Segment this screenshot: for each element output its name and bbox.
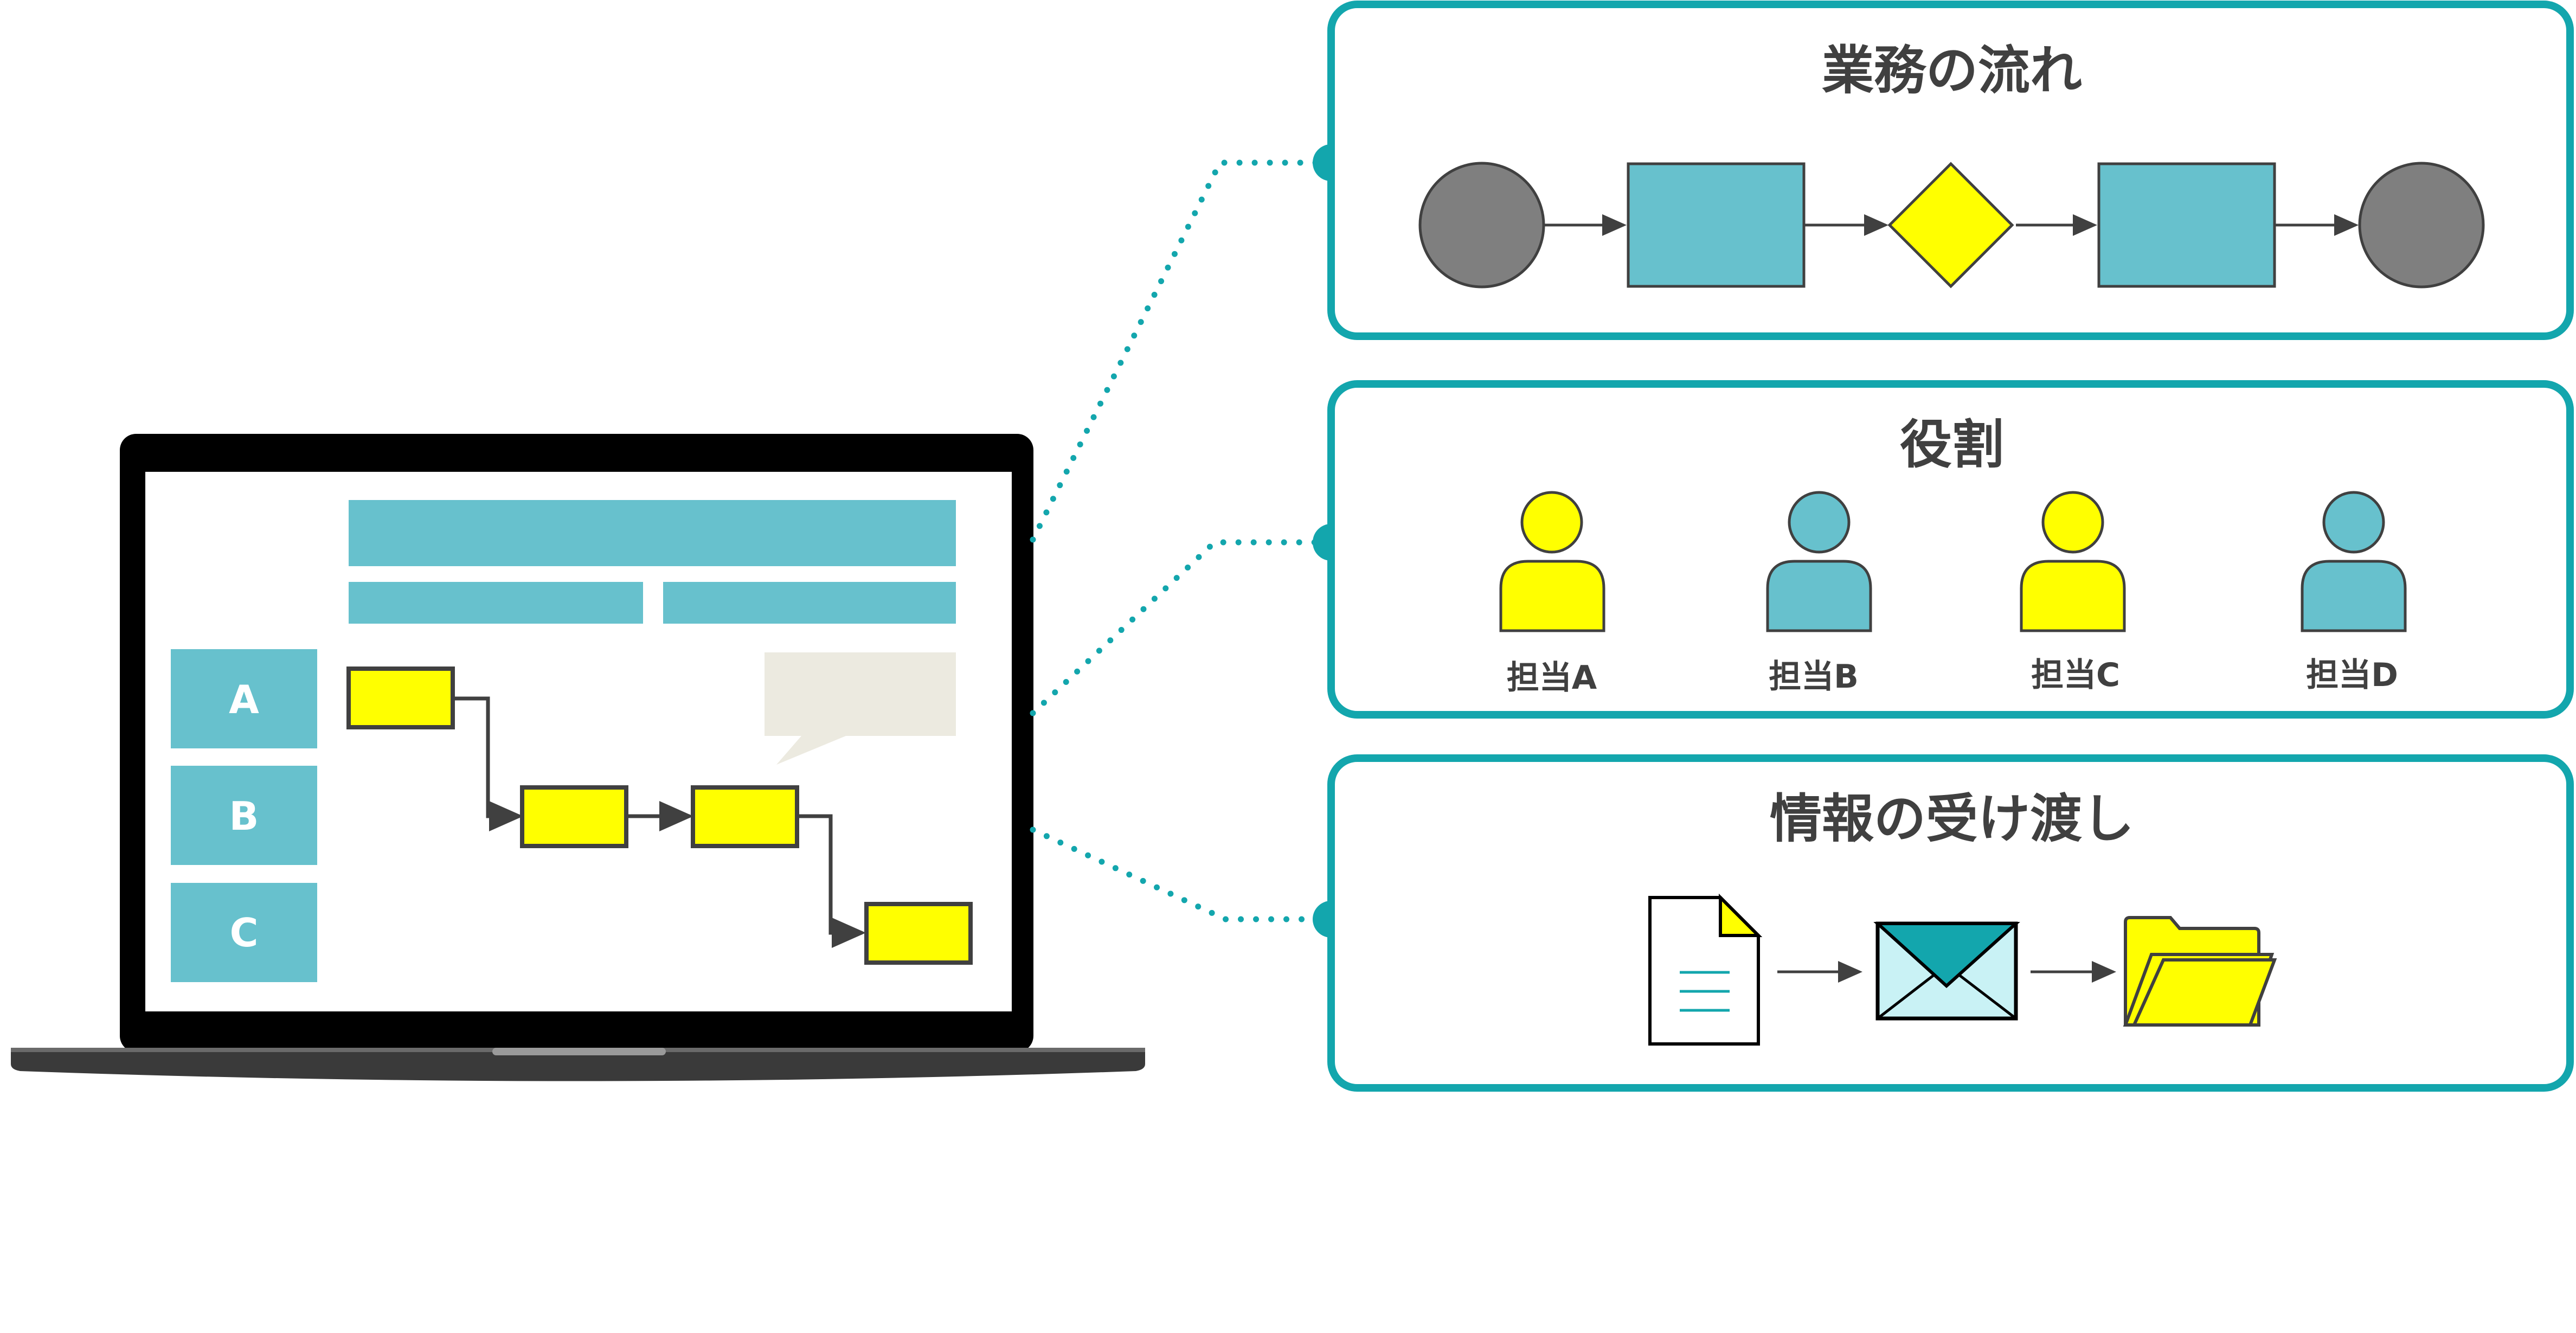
person-icon bbox=[2020, 560, 2126, 632]
person-a: 担当A bbox=[1499, 491, 1605, 697]
person-head bbox=[1788, 491, 1851, 554]
flow-decision-diamond bbox=[1887, 162, 2014, 289]
sidebar-item-a[interactable]: A bbox=[171, 649, 317, 748]
screen-subheader-right bbox=[663, 582, 956, 624]
document-corner bbox=[1719, 893, 1763, 937]
sidebar-item-c-bg bbox=[171, 883, 317, 982]
sidebar-item-b-bg bbox=[171, 766, 317, 865]
envelope-flap bbox=[1873, 922, 2020, 989]
panel-roles-frame bbox=[1327, 380, 2574, 719]
flow-process-rect bbox=[2097, 162, 2276, 288]
person-icon bbox=[1499, 560, 1605, 632]
folder-front bbox=[2131, 958, 2277, 1027]
panel-roles: 役割 担当A 担当B 担当C 担当D bbox=[1327, 380, 2574, 719]
speech-bubble bbox=[765, 652, 956, 765]
panel-handover: 情報の受け渡し bbox=[1327, 754, 2574, 1092]
person-label: 担当C bbox=[2031, 656, 2120, 694]
envelope-icon bbox=[1873, 921, 2020, 1021]
screen-flow-step bbox=[691, 785, 799, 848]
sidebar-item-label: B bbox=[229, 793, 259, 839]
screen-flow-step bbox=[520, 785, 628, 848]
screen-flow-step bbox=[864, 902, 973, 965]
sidebar-item-b[interactable]: B bbox=[171, 766, 317, 865]
laptop-base bbox=[11, 1048, 1145, 1081]
screen-flow-step bbox=[346, 666, 455, 729]
connector-handover bbox=[1030, 826, 1334, 922]
person-d: 担当D bbox=[2301, 491, 2407, 694]
person-b: 担当B bbox=[1766, 491, 1872, 696]
laptop-notch bbox=[492, 1048, 666, 1055]
person-icon bbox=[1766, 560, 1872, 632]
person-label: 担当B bbox=[1769, 658, 1859, 696]
person-head bbox=[1520, 491, 1583, 554]
flow-start-circle bbox=[1418, 162, 1545, 289]
sidebar-item-c[interactable]: C bbox=[171, 883, 317, 982]
connectors bbox=[1030, 159, 1334, 922]
laptop: A B C bbox=[11, 434, 1145, 1081]
panel-flow-title: 業務の流れ bbox=[1822, 40, 2082, 101]
screen-flow-connector bbox=[453, 696, 523, 831]
screen-flow bbox=[346, 666, 973, 965]
panel-roles-title: 役割 bbox=[1900, 414, 2004, 475]
connector-roles bbox=[1030, 539, 1334, 716]
person-head bbox=[2041, 491, 2104, 554]
screen-flow-connector bbox=[797, 814, 866, 948]
screen-header-bar bbox=[349, 500, 956, 566]
sidebar-item-a-bg bbox=[171, 649, 317, 748]
sidebar-item-label: C bbox=[230, 910, 259, 956]
flow-end-circle bbox=[2358, 162, 2485, 289]
panel-flow: 業務の流れ bbox=[1327, 1, 2574, 340]
folder-icon bbox=[2123, 916, 2277, 1027]
connector-flow bbox=[1030, 159, 1334, 543]
panel-handover-title: 情報の受け渡し bbox=[1770, 789, 2134, 849]
person-label: 担当A bbox=[1507, 659, 1597, 697]
flow-process-rect bbox=[1627, 162, 1806, 288]
screen-subheader-left bbox=[349, 582, 643, 624]
document-icon bbox=[1648, 893, 1763, 1046]
person-c: 担当C bbox=[2020, 491, 2126, 694]
person-label: 担当D bbox=[2306, 656, 2398, 694]
person-icon bbox=[2301, 560, 2407, 632]
sidebar-item-label: A bbox=[229, 677, 259, 722]
person-head bbox=[2322, 491, 2385, 554]
